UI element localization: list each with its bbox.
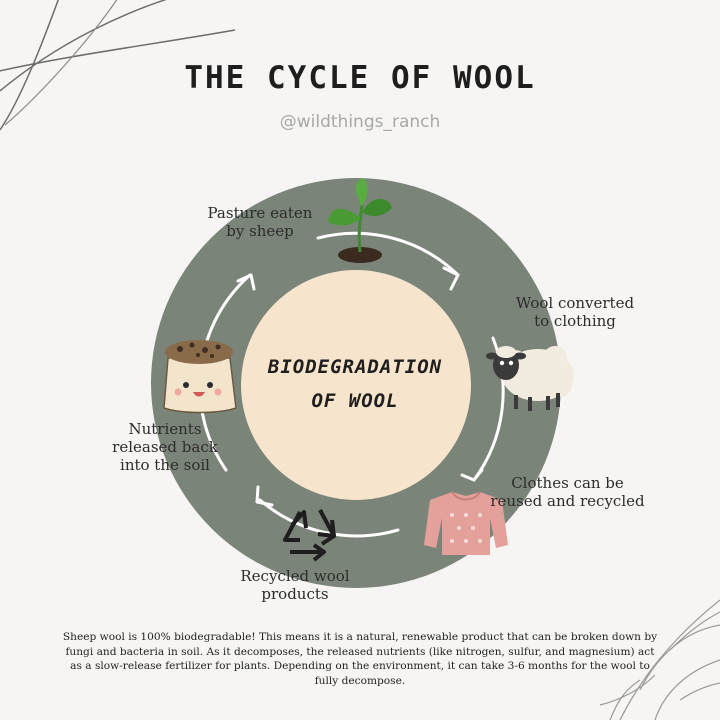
sheep-icon <box>486 346 574 411</box>
soil-sack-icon <box>163 340 237 414</box>
step-pasture-label: Pasture eaten by sheep <box>207 204 313 240</box>
arrowhead-left <box>236 273 256 291</box>
arrow-arc-top <box>316 231 460 277</box>
sprout-icon <box>328 178 392 263</box>
arrowhead-top <box>442 266 460 291</box>
step-recycled-label: Recycled wool products <box>240 567 350 603</box>
arrowhead-bottom <box>255 485 274 507</box>
footer-description: Sheep wool is 100% biodegradable! This m… <box>62 631 658 687</box>
step-nutrients-label: Nutrients released back into the soil <box>112 420 218 474</box>
recycle-icon <box>283 509 336 562</box>
step-wool-label: Wool converted to clothing <box>515 294 635 330</box>
arrow-arc-bottom <box>258 498 400 538</box>
arrowhead-right <box>460 468 484 482</box>
sweater-icon <box>424 491 508 555</box>
page-title: THE CYCLE OF WOOL <box>184 60 536 96</box>
center-disc <box>241 270 471 500</box>
center-title: BIODEGRADATION OF WOOL <box>267 356 443 412</box>
author-handle: @wildthings_ranch <box>279 112 441 132</box>
step-clothes-label: Clothes can be reused and recycled <box>490 474 645 510</box>
